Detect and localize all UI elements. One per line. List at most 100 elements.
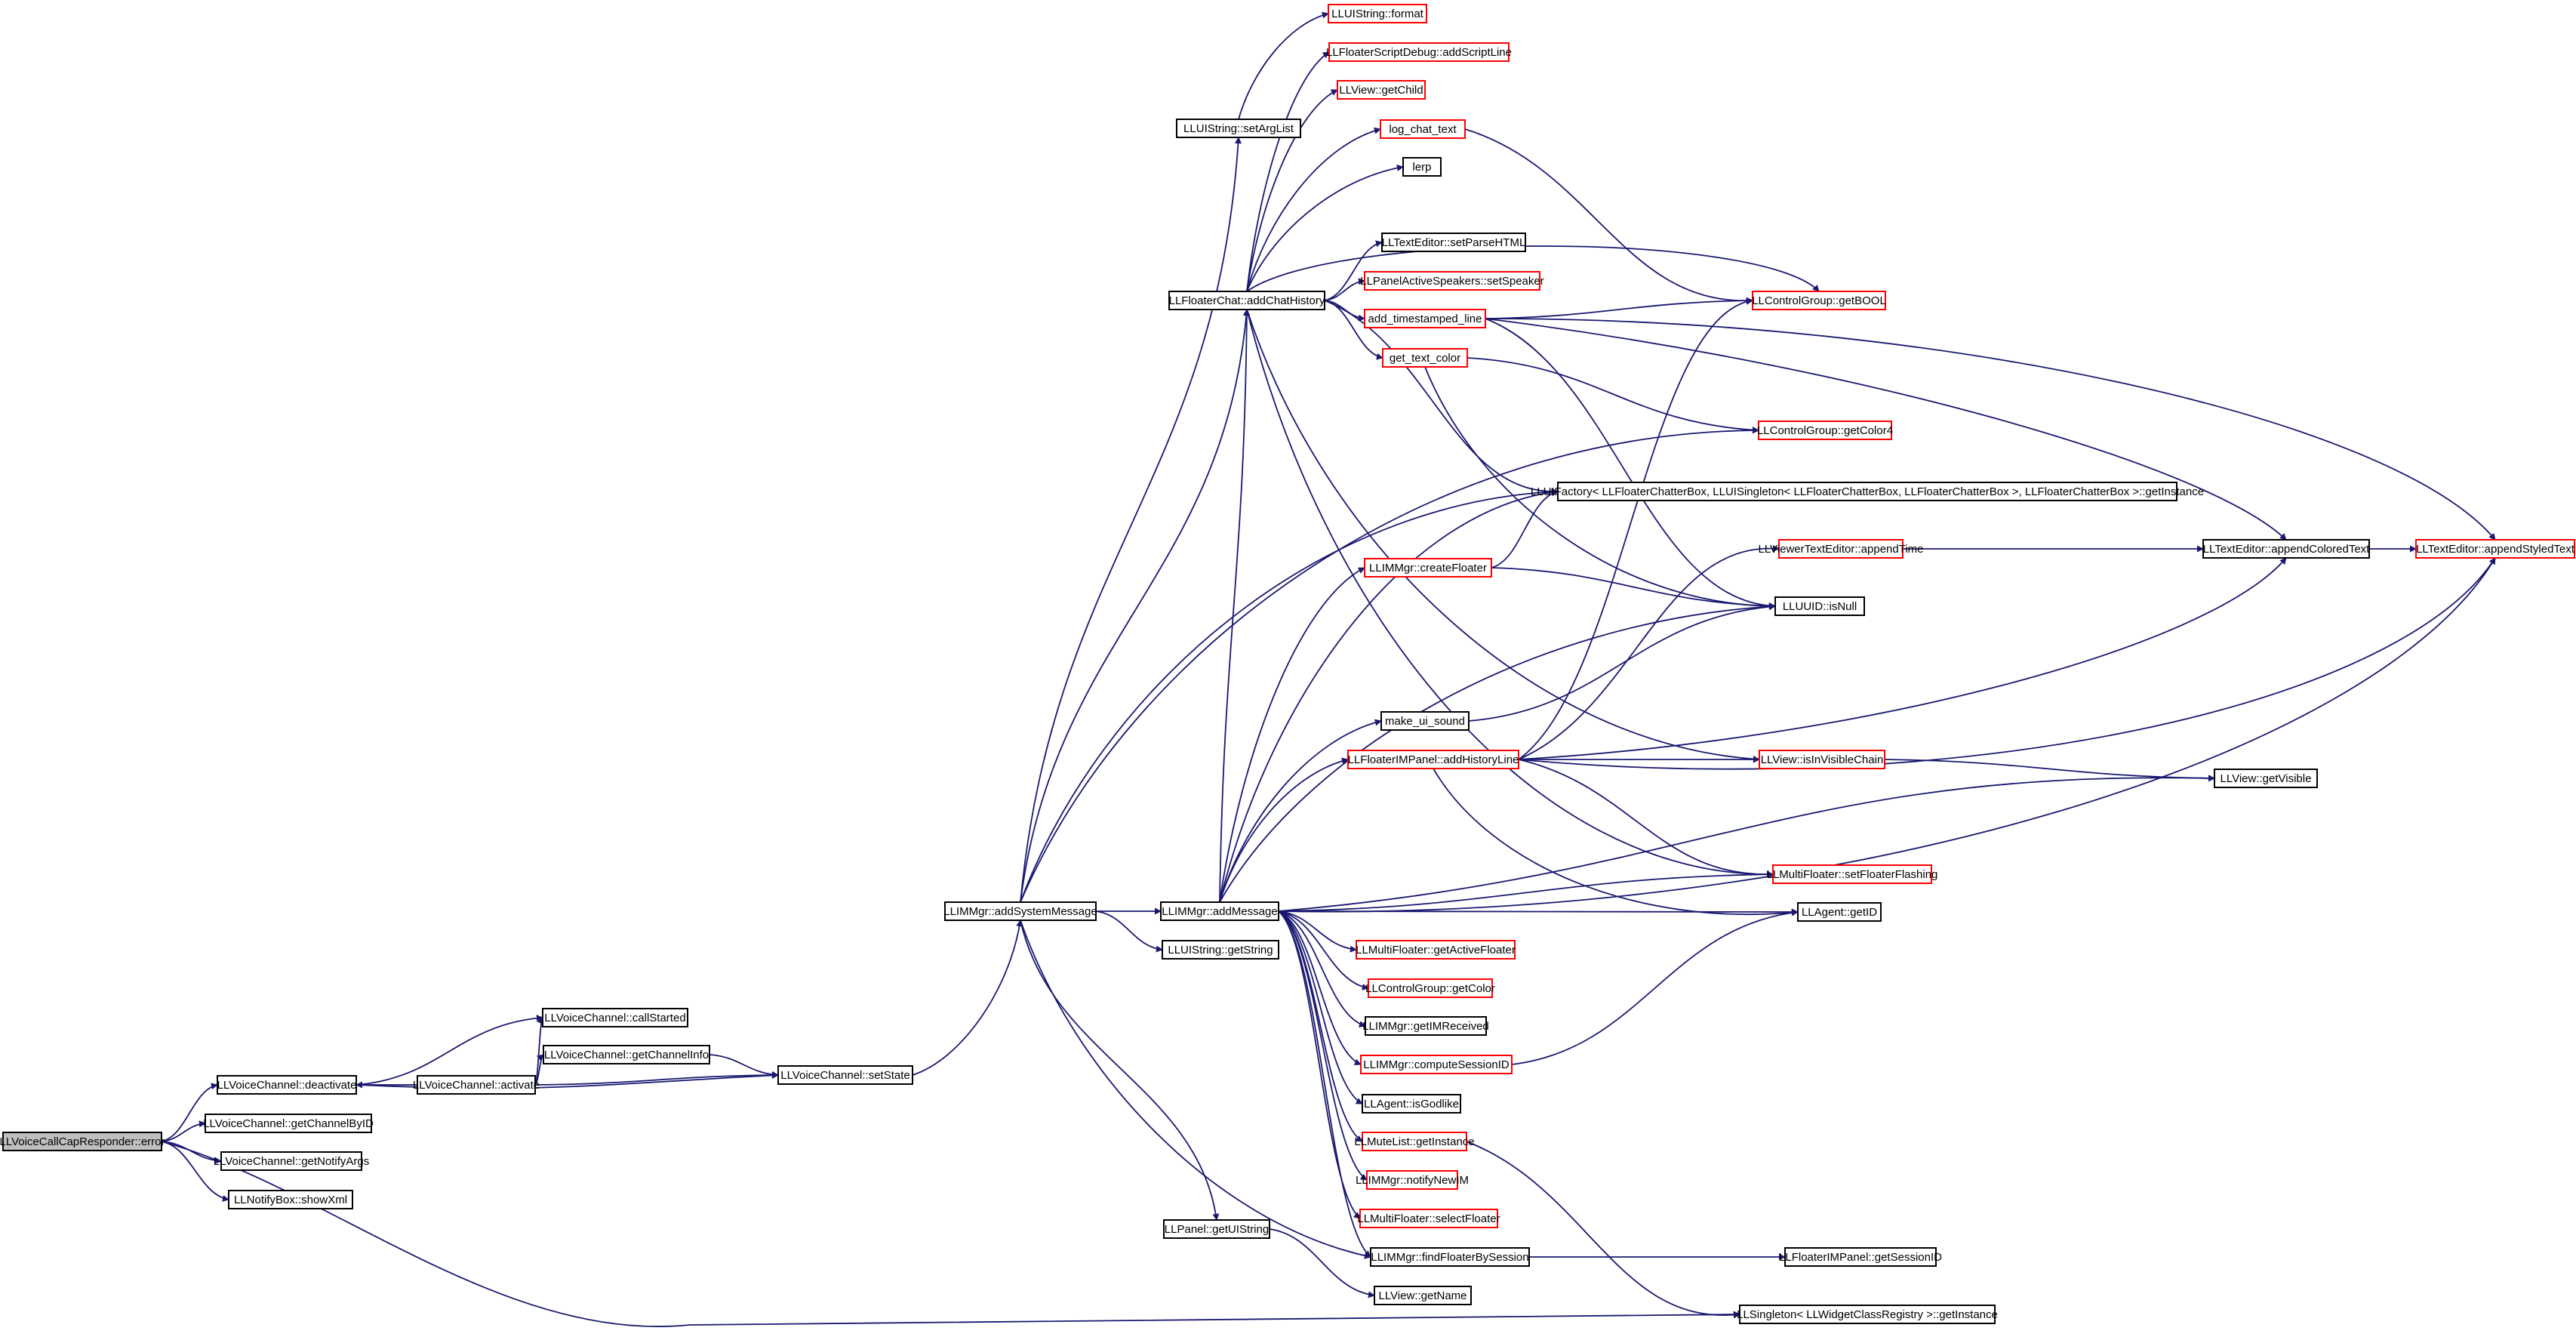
function-node[interactable]: LLMultiFloater::selectFloater	[1357, 1209, 1500, 1228]
node-label: LLVoiceChannel::callStarted	[544, 1012, 685, 1024]
function-node[interactable]: LLControlGroup::getColor4	[1757, 421, 1893, 440]
function-node[interactable]: LLIMMgr::getIMReceived	[1362, 1016, 1489, 1036]
function-node[interactable]: LLFloaterChat::addChatHistory	[1168, 291, 1325, 310]
node-label: LLMuteList::getInstance	[1354, 1135, 1474, 1148]
node-box	[1739, 1305, 1996, 1324]
node-box	[1160, 901, 1279, 921]
call-edge-n24-to-n41	[1491, 567, 1776, 610]
function-node[interactable]: LLIMMgr::computeSessionID	[1360, 1055, 1513, 1074]
node-box	[1364, 271, 1540, 291]
function-node[interactable]: LLVoiceChannel::getNotifyArgs	[214, 1151, 370, 1171]
function-node[interactable]: LLTextEditor::setParseHTML	[1381, 233, 1526, 252]
node-box	[1328, 4, 1427, 23]
node-box	[1402, 157, 1442, 177]
node-label: LLTextEditor::setParseHTML	[1382, 236, 1526, 249]
call-edge-n9-to-n38	[1020, 427, 1759, 903]
node-label: add_timestamped_line	[1368, 313, 1482, 325]
function-node[interactable]: LLUIString::getString	[1162, 940, 1279, 960]
node-label: LLVoiceChannel::deactivate	[217, 1079, 357, 1092]
function-node[interactable]: LLVoiceChannel::callStarted	[542, 1008, 688, 1027]
function-node[interactable]: LLFloaterIMPanel::addHistoryLine	[1347, 750, 1519, 769]
node-box	[1752, 291, 1886, 310]
function-node[interactable]: get_text_color	[1382, 348, 1468, 368]
function-node[interactable]: LLViewerTextEditor::appendTime	[1758, 539, 1924, 559]
function-node[interactable]: LLMuteList::getInstance	[1354, 1132, 1475, 1151]
node-label: LLIMMgr::computeSessionID	[1363, 1058, 1510, 1071]
function-node[interactable]: LLNotifyBox::showXml	[228, 1190, 353, 1209]
node-box	[1380, 119, 1466, 139]
function-node[interactable]: LLAgent::isGodlike	[1362, 1094, 1461, 1114]
function-node[interactable]: LLPanelActiveSpeakers::setSpeaker	[1360, 271, 1544, 291]
function-node[interactable]: LLControlGroup::getBOOL	[1752, 291, 1886, 310]
function-node[interactable]: LLVoiceChannel::getChannelByID	[203, 1114, 374, 1133]
node-box	[1365, 1016, 1487, 1036]
function-node[interactable]: LLPanel::getUIString	[1163, 1219, 1270, 1239]
call-edge-n25-to-n41	[1468, 603, 1776, 722]
function-node[interactable]: LLView::getChild	[1337, 80, 1426, 100]
function-node[interactable]: LLView::getVisible	[2214, 769, 2318, 788]
function-node[interactable]: LLIMMgr::notifyNewIM	[1356, 1170, 1469, 1190]
function-node[interactable]: LLIMMgr::addMessage	[1160, 901, 1279, 921]
call-edge-n11-to-n18	[1246, 127, 1381, 292]
node-label: LLAgent::getID	[1802, 906, 1877, 919]
call-edge-n12-to-n28	[1278, 910, 1369, 990]
node-label: LLIMMgr::addMessage	[1162, 905, 1277, 918]
node-box	[2214, 769, 2318, 788]
function-node[interactable]: LLAgent::getID	[1797, 902, 1882, 922]
call-edge-n22-to-n41	[1485, 318, 1776, 610]
root-function-node[interactable]: LLVoiceCallCapResponder::error	[0, 1132, 165, 1151]
function-node[interactable]: log_chat_text	[1380, 119, 1466, 139]
function-node[interactable]: lerp	[1402, 157, 1442, 177]
node-box	[1364, 558, 1492, 578]
function-node[interactable]: LLTextEditor::appendColoredText	[2202, 539, 2371, 559]
function-node[interactable]: LLIMMgr::createFloater	[1364, 558, 1492, 578]
function-node[interactable]: LLView::isInVisibleChain	[1759, 750, 1885, 769]
node-label: LLView::getName	[1378, 1289, 1467, 1302]
function-node[interactable]: LLVoiceChannel::deactivate	[217, 1075, 357, 1095]
function-node[interactable]: add_timestamped_line	[1364, 309, 1486, 328]
node-box	[1381, 233, 1526, 252]
node-label: LLView::getChild	[1339, 84, 1423, 97]
function-node[interactable]: LLUIString::setArgList	[1176, 119, 1301, 138]
function-node[interactable]: LLControlGroup::getColor	[1365, 978, 1495, 998]
node-layer: LLVoiceCallCapResponder::errorLLVoiceCha…	[0, 4, 2575, 1324]
call-edge-n12-to-n24	[1219, 567, 1365, 903]
function-node[interactable]: LLVoiceChannel::activate	[413, 1075, 540, 1095]
node-label: LLSingleton< LLWidgetClassRegistry >::ge…	[1737, 1308, 1998, 1321]
call-edge-n11-to-n17	[1246, 89, 1338, 292]
function-node[interactable]: LLVoiceChannel::setState	[777, 1065, 913, 1085]
node-box	[217, 1075, 357, 1095]
function-node[interactable]: LLIMMgr::addSystemMessage	[943, 901, 1097, 921]
function-node[interactable]: LLTextEditor::appendStyledText	[2415, 539, 2575, 559]
function-node[interactable]: LLUIFactory< LLFloaterChatterBox, LLUISi…	[1531, 482, 2204, 501]
function-node[interactable]: LLMultiFloater::setFloaterFlashing	[1767, 864, 1938, 884]
function-node[interactable]: LLSingleton< LLWidgetClassRegistry >::ge…	[1737, 1305, 1998, 1324]
node-box	[2, 1132, 162, 1151]
call-edge-n11-to-n20	[1324, 240, 1383, 301]
function-node[interactable]: LLVoiceChannel::getChannelInfo	[543, 1045, 710, 1064]
function-node[interactable]: LLMultiFloater::getActiveFloater	[1356, 940, 1516, 960]
node-label: LLMultiFloater::selectFloater	[1357, 1212, 1500, 1225]
function-node[interactable]: LLUIString::format	[1328, 4, 1427, 23]
function-node[interactable]: LLFloaterIMPanel::getSessionID	[1779, 1247, 1942, 1267]
node-box	[2415, 539, 2575, 559]
function-node[interactable]: make_ui_sound	[1380, 711, 1470, 731]
call-edge-n0-to-n2	[161, 1120, 206, 1142]
node-label: LLUIString::setArgList	[1183, 122, 1294, 135]
node-box	[1162, 940, 1279, 960]
function-node[interactable]: LLUUID::isNull	[1774, 596, 1865, 616]
node-box	[777, 1065, 913, 1085]
call-edge-n22-to-n47	[1485, 318, 2287, 541]
function-node[interactable]: LLFloaterScriptDebug::addScriptLine	[1326, 42, 1512, 62]
function-node[interactable]: LLView::getName	[1374, 1286, 1472, 1305]
call-edge-n14-to-n36	[1269, 1228, 1375, 1298]
call-edge-n12-to-n27	[1278, 910, 1357, 953]
node-label: LLNotifyBox::showXml	[234, 1194, 347, 1206]
call-edge-n26-to-n44	[1433, 768, 1799, 916]
call-edge-n42-to-n48	[1884, 759, 2215, 782]
node-box	[542, 1008, 688, 1027]
call-edge-n12-to-n25	[1219, 719, 1382, 903]
call-edge-n26-to-n37	[1518, 297, 1753, 760]
function-node[interactable]: LLIMMgr::findFloaterBySession	[1370, 1247, 1530, 1267]
node-label: LLUUID::isNull	[1783, 600, 1857, 613]
